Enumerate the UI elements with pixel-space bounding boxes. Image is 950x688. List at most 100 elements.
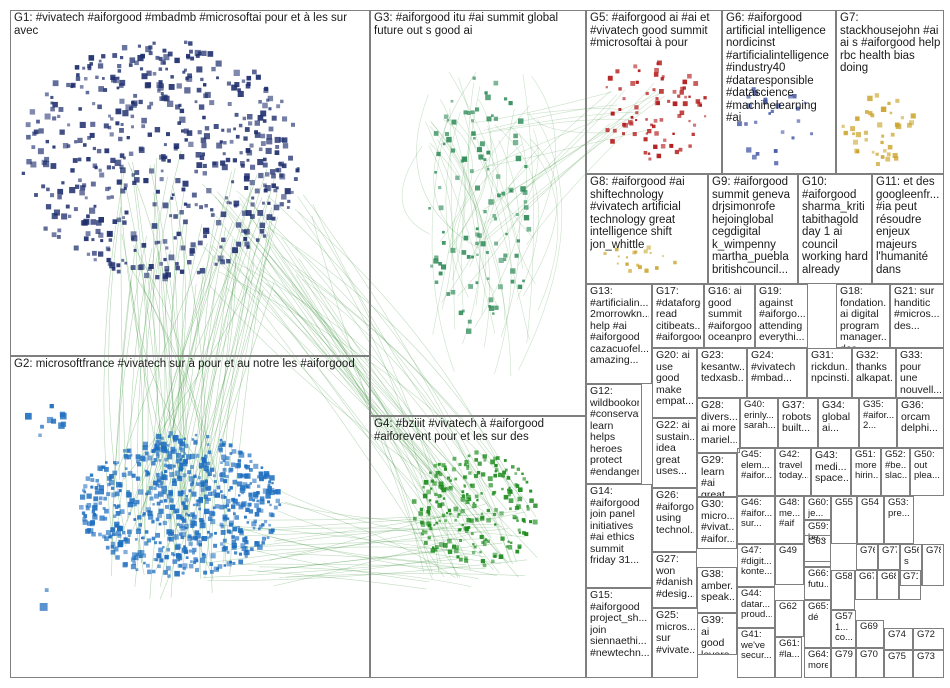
network-node — [475, 227, 479, 231]
network-node — [233, 512, 236, 516]
network-node — [156, 433, 162, 440]
network-node — [256, 238, 260, 242]
network-node — [196, 162, 203, 168]
network-node — [73, 207, 78, 212]
network-node — [249, 459, 253, 463]
network-edge — [130, 248, 153, 575]
group-g77: G77 — [878, 544, 900, 570]
network-node — [222, 152, 226, 156]
network-node — [512, 515, 517, 520]
network-node — [238, 123, 243, 128]
network-node — [98, 232, 104, 238]
network-node — [652, 124, 656, 129]
network-node — [493, 490, 497, 494]
network-node — [419, 507, 424, 511]
group-g55: G55 — [831, 496, 857, 544]
network-node — [518, 531, 521, 534]
network-node — [454, 519, 457, 522]
network-edge — [311, 215, 433, 580]
network-node — [71, 84, 75, 88]
network-node — [617, 255, 620, 258]
network-edge — [149, 222, 233, 599]
network-node — [87, 521, 92, 526]
group-label: G70 — [860, 650, 878, 660]
network-node — [34, 193, 38, 197]
network-node — [178, 563, 183, 568]
network-node — [197, 476, 201, 480]
network-node — [518, 487, 523, 492]
network-node — [174, 570, 180, 577]
network-node — [219, 245, 223, 249]
network-node — [163, 499, 168, 503]
network-node — [144, 82, 151, 89]
network-node — [188, 476, 195, 482]
network-node — [104, 508, 109, 514]
network-node — [79, 505, 84, 510]
network-edge — [247, 515, 446, 521]
network-node — [669, 143, 674, 148]
network-node — [257, 115, 264, 121]
network-node — [493, 217, 498, 221]
network-node — [632, 132, 637, 137]
network-node — [249, 468, 253, 472]
network-node — [895, 98, 900, 103]
network-node — [246, 75, 252, 81]
group-g52: G52: #be... slac... — [881, 448, 910, 496]
network-node — [227, 102, 232, 106]
network-node — [117, 504, 121, 508]
group-g26: G26: #aiforgood using technol... — [652, 488, 697, 552]
network-node — [271, 216, 276, 221]
group-g42: G42: travel today... — [775, 448, 811, 496]
network-node — [880, 140, 884, 145]
network-node — [430, 487, 433, 490]
network-node — [193, 440, 198, 445]
network-node — [257, 159, 264, 166]
network-node — [474, 450, 479, 455]
network-node — [269, 503, 272, 507]
network-node — [244, 554, 248, 558]
network-node — [107, 482, 111, 487]
network-node — [455, 545, 459, 550]
network-node — [209, 562, 214, 566]
network-node — [494, 463, 498, 468]
network-edge — [214, 196, 448, 536]
network-node — [653, 119, 658, 123]
network-edge — [448, 145, 488, 248]
group-g73: G73 — [913, 650, 944, 678]
group-label: G10: #aiforgood sharma_kriti tabithagold… — [802, 176, 868, 276]
network-node — [91, 238, 95, 242]
network-node — [499, 511, 504, 516]
network-node — [116, 269, 121, 274]
network-edge — [453, 144, 523, 254]
network-node — [247, 502, 252, 507]
network-edge — [269, 255, 538, 558]
network-node — [141, 553, 147, 558]
network-node — [196, 499, 200, 503]
network-node — [495, 456, 500, 460]
network-node — [207, 516, 213, 521]
network-node — [184, 498, 189, 503]
network-edge — [118, 282, 132, 480]
network-node — [183, 68, 187, 72]
network-node — [133, 503, 137, 507]
network-node — [159, 499, 163, 504]
network-node — [148, 486, 153, 490]
network-node — [225, 157, 231, 163]
network-node — [79, 85, 84, 89]
network-node — [226, 529, 231, 534]
network-node — [244, 186, 249, 190]
network-node — [166, 513, 172, 520]
network-node — [510, 541, 513, 544]
network-node — [196, 87, 202, 93]
network-node — [645, 91, 649, 96]
network-edge — [132, 245, 206, 519]
network-node — [141, 243, 147, 248]
network-node — [176, 514, 182, 520]
network-node — [115, 121, 120, 126]
network-node — [160, 441, 167, 448]
network-node — [450, 247, 456, 253]
network-node — [791, 136, 795, 140]
network-node — [182, 563, 188, 569]
network-node — [191, 520, 197, 527]
network-node — [427, 513, 431, 516]
